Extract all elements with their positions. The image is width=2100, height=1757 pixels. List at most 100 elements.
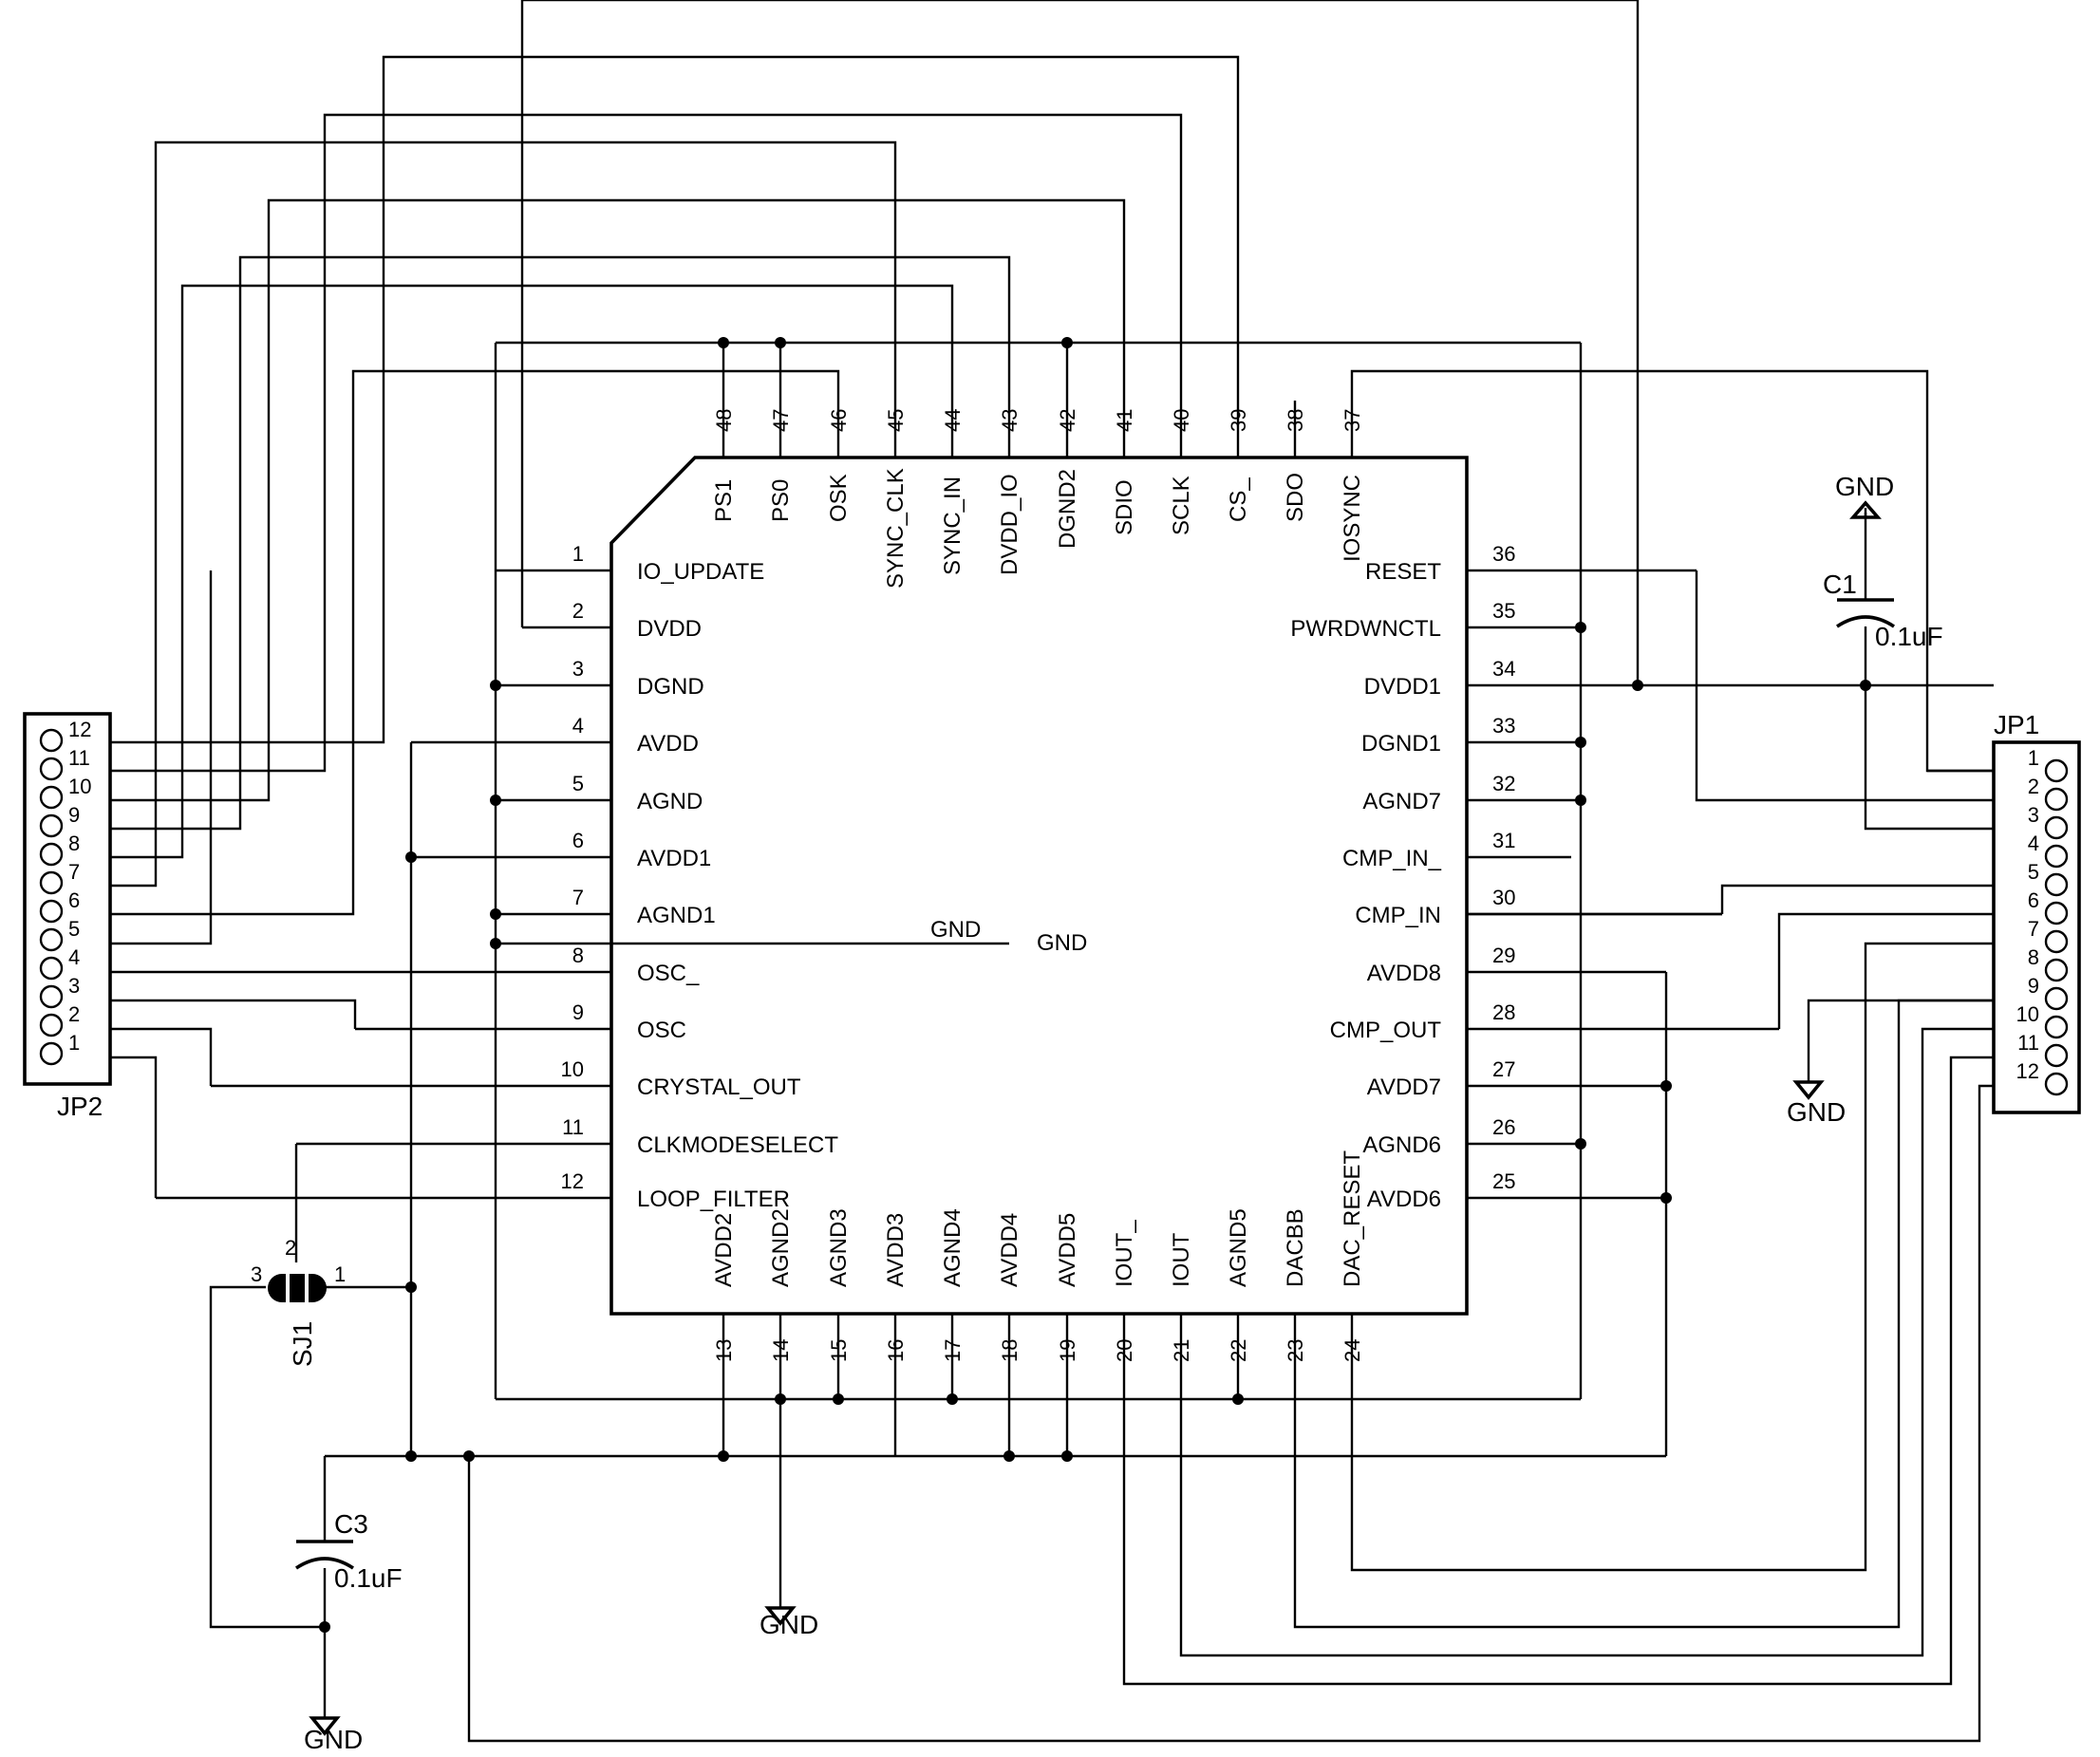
bottom-pin-name: AVDD2 — [711, 1213, 737, 1287]
top-pin-name: SYNC_IN — [940, 477, 966, 575]
bottom-pin-name: AGND3 — [826, 1208, 852, 1287]
sj1-pin2: 2 — [285, 1236, 296, 1260]
gnd-symbol-c1 — [1849, 500, 1882, 519]
jp2-name: JP2 — [57, 1092, 103, 1121]
junction-dot — [490, 938, 501, 949]
bottom-pin-name: DAC_RESET — [1340, 1150, 1365, 1287]
junction-dot — [1003, 1450, 1015, 1462]
pin-labels: 1IO_UPDATE2DVDD3DGND4AVDD5AGND6AVDD17AGN… — [39, 409, 2069, 1362]
top-pin-name: SDIO — [1112, 479, 1137, 535]
top-pin-number: 39 — [1227, 409, 1250, 432]
top-pin-number: 47 — [769, 409, 793, 432]
bottom-pin-number: 19 — [1056, 1339, 1079, 1362]
connector-jp1 — [1992, 740, 2081, 1114]
left-pin-number: 6 — [572, 829, 584, 852]
right-pin-number: 31 — [1492, 829, 1515, 852]
c3-value: 0.1uF — [334, 1563, 403, 1593]
top-pin-number: 41 — [1113, 409, 1136, 432]
top-pin-name: IOSYNC — [1340, 475, 1365, 562]
right-pin-number: 25 — [1492, 1169, 1515, 1193]
jp1-pin-number: 11 — [2017, 1031, 2039, 1055]
left-pin-number: 4 — [572, 714, 584, 738]
gnd-pad-label: GND — [930, 917, 981, 943]
jp1-pin-circle — [2044, 844, 2069, 869]
jp2-pin-number: 4 — [68, 945, 80, 969]
right-pin-number: 32 — [1492, 772, 1515, 795]
right-pin-name: CMP_IN_ — [1342, 846, 1442, 871]
junction-dot — [1575, 794, 1586, 806]
junction-dot — [1575, 737, 1586, 748]
jp1-pin-number: 8 — [2028, 945, 2039, 969]
jp2-pin-circle — [39, 728, 64, 753]
jp2-pin-number: 6 — [68, 888, 80, 912]
top-pin-name: SYNC_CLK — [883, 468, 909, 589]
right-pin-name: CMP_OUT — [1330, 1018, 1442, 1043]
left-pin-name: AGND1 — [637, 903, 716, 928]
junction-dot — [1860, 680, 1871, 691]
left-pin-name: LOOP_FILTER — [637, 1187, 790, 1212]
top-pin-name: PS1 — [711, 479, 737, 522]
right-nets — [1467, 513, 1994, 1082]
right-pin-number: 29 — [1492, 944, 1515, 967]
jp1-pin-number: 6 — [2028, 888, 2039, 912]
c1-value: 0.1uF — [1875, 622, 1943, 651]
jp2-pin-number: 8 — [68, 832, 80, 855]
left-pin-number: 9 — [572, 1000, 584, 1024]
left-pin-stubs — [109, 569, 611, 1200]
jp2-pin-circle — [39, 956, 64, 981]
jp2-pin-number: 2 — [68, 1002, 80, 1026]
top-pin-name: SCLK — [1169, 476, 1194, 535]
left-pin-name: OSC — [637, 1018, 686, 1043]
junction-dot — [1232, 1393, 1244, 1405]
junction-dot — [463, 1450, 475, 1462]
top-pin-name: SDO — [1283, 473, 1308, 522]
left-pin-number: 12 — [561, 1169, 584, 1193]
jp2-pin-circle — [39, 927, 64, 952]
bottom-pin-number: 22 — [1227, 1339, 1250, 1362]
left-pin-number: 1 — [572, 542, 584, 566]
right-pin-number: 30 — [1492, 886, 1515, 909]
right-pin-number: 28 — [1492, 1000, 1515, 1024]
junction-dots — [319, 337, 1871, 1633]
left-pin-name: AVDD1 — [637, 846, 711, 871]
chip-body — [609, 456, 1469, 1316]
top-pin-number: 48 — [712, 409, 736, 432]
junction-dot — [405, 1450, 417, 1462]
jp1-pin-circle — [2044, 901, 2069, 925]
junction-dot — [319, 1621, 330, 1633]
right-pin-name: PWRDWNCTL — [1290, 616, 1441, 642]
jp2-pin-circle — [39, 984, 64, 1009]
jp1-pin-number: 2 — [2028, 775, 2039, 798]
left-pin-number: 11 — [562, 1115, 584, 1139]
right-pin-name: AVDD8 — [1367, 961, 1441, 986]
jp1-pin-circle — [2044, 758, 2069, 783]
bottom-pin-number: 21 — [1170, 1339, 1193, 1362]
junction-dot — [833, 1393, 844, 1405]
top-pin-name: CS_ — [1226, 477, 1251, 522]
jp2-pin-number: 12 — [68, 718, 91, 741]
jp1-pin-number: 9 — [2028, 974, 2039, 998]
jp1-pin-circle — [2044, 1015, 2069, 1039]
top-pin-name: DGND2 — [1055, 469, 1080, 549]
right-pin-number: 26 — [1492, 1115, 1515, 1139]
bottom-pin-number: 13 — [712, 1339, 736, 1362]
jp1-pin-number: 5 — [2028, 860, 2039, 884]
bottom-pin-name: AGND5 — [1226, 1208, 1251, 1287]
jp1-pin-number: 12 — [2016, 1059, 2039, 1083]
bottom-pin-number: 15 — [827, 1339, 851, 1362]
bottom-pin-number: 14 — [769, 1339, 793, 1362]
gnd-pad-pin: GND — [1037, 930, 1087, 956]
right-pin-stubs — [1467, 569, 1994, 1200]
top-pin-number: 45 — [884, 409, 908, 432]
jp2-pin-circle — [39, 842, 64, 867]
jp2-pin-number: 9 — [68, 803, 80, 827]
bottom-pin-name: AGND4 — [940, 1208, 966, 1287]
left-pin-number: 10 — [561, 1057, 584, 1081]
jp1-pin-circle — [2044, 1072, 2069, 1096]
bottom-pin-number: 17 — [941, 1339, 965, 1362]
top-nets — [109, 0, 1994, 1401]
right-pin-name: AGND7 — [1362, 789, 1441, 814]
bottom-pin-number: 16 — [884, 1339, 908, 1362]
jp2-pin-number: 5 — [68, 917, 80, 941]
